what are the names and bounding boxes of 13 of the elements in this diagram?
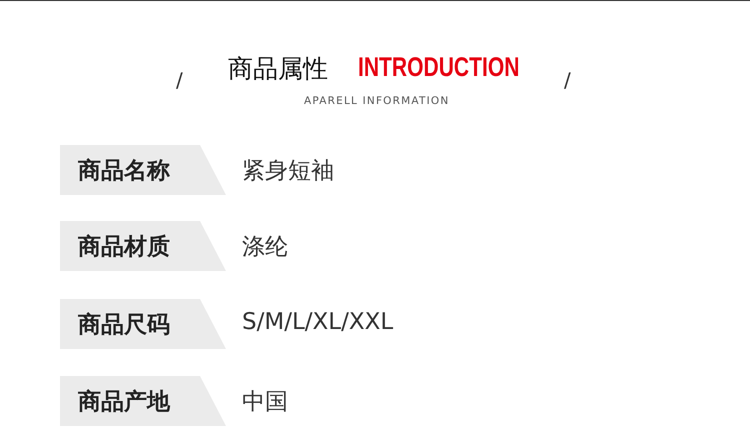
attribute-value: 中国 — [242, 388, 288, 417]
heading-accent: INTRODUCTION — [358, 52, 520, 83]
subheading: APARELL INFORMATION — [304, 95, 450, 107]
attribute-name: 商品材质 — [78, 233, 170, 262]
attribute-name: 商品名称 — [78, 157, 170, 186]
attribute-value: 紧身短袖 — [242, 157, 334, 186]
attribute-value: 涤纶 — [242, 233, 288, 262]
slash-mark: / — [176, 68, 183, 92]
attribute-name: 商品尺码 — [78, 311, 170, 340]
attribute-name: 商品产地 — [78, 388, 170, 417]
attribute-value: S/M/L/XL/XXL — [242, 309, 394, 335]
heading: 商品属性 — [228, 53, 328, 85]
slash-mark: / — [564, 68, 571, 92]
